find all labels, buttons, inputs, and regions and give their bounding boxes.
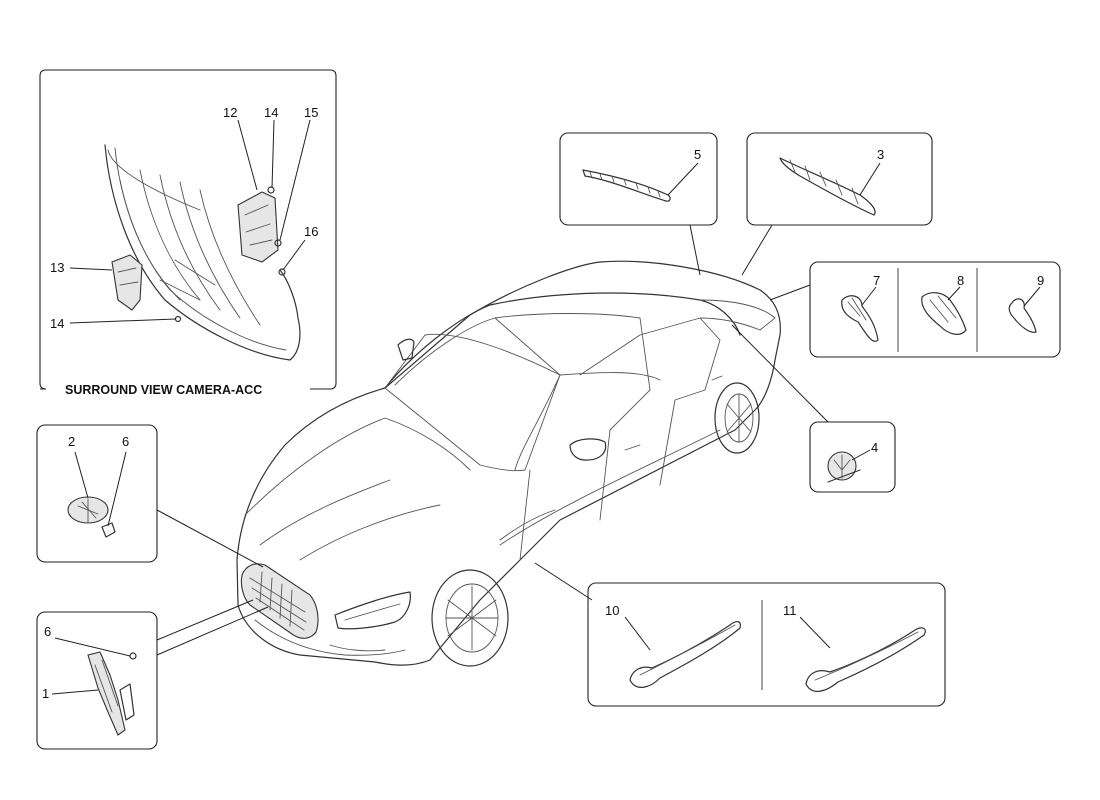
callout-9: 9 (1037, 273, 1044, 288)
callout-2: 2 (68, 434, 75, 449)
callout-8: 8 (957, 273, 964, 288)
callout-15: 15 (304, 105, 318, 120)
callout-14-bottom: 14 (50, 316, 64, 331)
callout-13: 13 (50, 260, 64, 275)
callout-14-top: 14 (264, 105, 278, 120)
callout-7: 7 (873, 273, 880, 288)
surround-view-camera-panel: SURROUND VIEW CAMERA-ACC (39, 69, 337, 397)
callout-6-upper: 6 (122, 434, 129, 449)
callout-1: 1 (42, 686, 49, 701)
front-emblem-panel (36, 424, 158, 563)
callout-6-lower: 6 (44, 624, 51, 639)
callout-12: 12 (223, 105, 237, 120)
grille-trim-panel (36, 611, 158, 750)
callout-16: 16 (304, 224, 318, 239)
callout-4: 4 (871, 440, 878, 455)
rear-trident-panel (809, 421, 896, 493)
callout-5: 5 (694, 147, 701, 162)
callout-labels: 12 14 15 16 13 14 2 6 6 1 5 3 7 8 9 4 10… (42, 105, 1044, 701)
callout-11: 11 (783, 603, 797, 618)
leader-lines (51, 119, 1041, 695)
callout-10: 10 (605, 603, 619, 618)
surround-view-caption: SURROUND VIEW CAMERA-ACC (65, 383, 262, 397)
side-badges-panel (587, 582, 946, 707)
rear-badge-5-panel (559, 132, 718, 226)
rear-badges-7-8-9-panel (809, 261, 1061, 358)
rear-badge-3-panel (746, 132, 933, 226)
callout-3: 3 (877, 147, 884, 162)
